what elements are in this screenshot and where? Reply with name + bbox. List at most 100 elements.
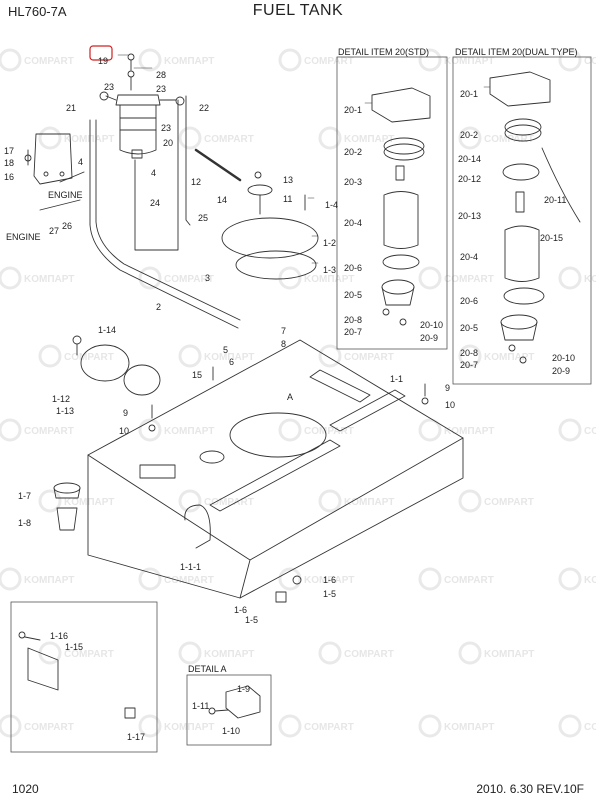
watermark-logo-31 xyxy=(558,567,582,591)
callout-label-main-49: 1-16 xyxy=(50,631,68,641)
callout-label-main-22: ENGINE xyxy=(6,232,41,242)
callout-label-detail-std-2: 20-3 xyxy=(344,177,362,187)
watermark-logo-23 xyxy=(38,489,62,513)
watermark-logo-28 xyxy=(138,567,162,591)
watermark-text-25: KOMПАРТ xyxy=(344,497,394,508)
callout-label-detail-std-4: 20-6 xyxy=(344,263,362,273)
callout-label-main-1: 28 xyxy=(156,70,166,80)
callout-label-main-8: 17 xyxy=(4,146,14,156)
watermark-text-10: COMPART xyxy=(164,274,214,285)
watermark-text-1: KOMПАРТ xyxy=(164,56,214,67)
callout-label-main-34: 1-1 xyxy=(390,374,403,384)
detail-a-frame xyxy=(186,674,272,746)
watermark-logo-19 xyxy=(138,418,162,442)
callout-label-main-37: 1-12 xyxy=(52,394,70,404)
watermark-logo-38 xyxy=(278,714,302,738)
callout-label-detail-std-0: 20-1 xyxy=(344,105,362,115)
page-number: 1020 xyxy=(12,782,39,796)
callout-label-main-5: 22 xyxy=(199,103,209,113)
callout-label-main-24: 1-2 xyxy=(323,238,336,248)
callout-label-detail-std-5: 20-5 xyxy=(344,290,362,300)
watermark-logo-29 xyxy=(278,567,302,591)
callout-label-main-26: 3 xyxy=(205,273,210,283)
highlighted-callout-frame xyxy=(89,45,113,61)
detail-std-frame xyxy=(336,56,448,350)
fuel-sender-unit xyxy=(247,171,306,215)
drain-plug xyxy=(275,575,302,603)
detail-a-title: DETAIL A xyxy=(188,664,227,674)
callout-label-main-15: 13 xyxy=(283,175,293,185)
callout-label-main-7: 20 xyxy=(163,138,173,148)
watermark-logo-18 xyxy=(0,418,22,442)
callout-label-main-4: 21 xyxy=(66,103,76,113)
watermark-text-23: KOMПАРТ xyxy=(64,497,114,508)
tank-gaskets xyxy=(72,335,161,396)
watermark-logo-21 xyxy=(418,418,442,442)
watermark-text-36: COMPART xyxy=(24,722,74,733)
watermark-text-0: COMPART xyxy=(24,56,74,67)
filler-cap-strainer xyxy=(53,482,81,531)
callout-label-main-47: 1-6 xyxy=(234,605,247,615)
callout-label-main-41: 10 xyxy=(119,426,129,436)
callout-label-detail-dual-3: 20-12 xyxy=(458,174,481,184)
watermark-logo-15 xyxy=(178,344,202,368)
callout-label-main-30: 8 xyxy=(281,339,286,349)
watermark-text-39: KOMПАРТ xyxy=(444,722,494,733)
detail-bottom-left-frame xyxy=(10,601,158,753)
watermark-logo-17 xyxy=(458,344,482,368)
watermark-text-34: COMPART xyxy=(344,649,394,660)
watermark-text-7: KOMПАРТ xyxy=(344,134,394,145)
detail-dual-frame xyxy=(452,56,592,385)
watermark-logo-40 xyxy=(558,714,582,738)
fuel-filter-assembly xyxy=(99,53,185,159)
watermark-logo-10 xyxy=(138,266,162,290)
watermark-text-40: COMPART xyxy=(584,722,596,733)
watermark-layer: COMPART KOMПАРТ COMPART KOMПАРТ COMPART KOMПА… xyxy=(0,48,596,738)
callout-label-detail-dual-0: 20-1 xyxy=(460,89,478,99)
callout-label-main-45: 1-6 xyxy=(323,575,336,585)
callout-label-main-42: 1-7 xyxy=(18,491,31,501)
watermark-logo-12 xyxy=(418,266,442,290)
watermark-logo-6 xyxy=(178,126,202,150)
watermark-logo-24 xyxy=(178,489,202,513)
watermark-text-18: COMPART xyxy=(24,426,74,437)
watermark-logo-14 xyxy=(38,344,62,368)
callout-label-main-23: 27 xyxy=(49,226,59,236)
callout-label-detail-std-6: 20-8 xyxy=(344,315,362,325)
callout-label-detail-std-7: 20-10 xyxy=(420,320,443,330)
callout-label-main-11: 16 xyxy=(4,172,14,182)
watermark-logo-13 xyxy=(558,266,582,290)
callout-label-main-10: 4 xyxy=(78,157,83,167)
callout-label-detail-dual-6: 20-15 xyxy=(540,233,563,243)
watermark-logo-2 xyxy=(278,48,302,72)
callout-label-detail-dual-13: 20-9 xyxy=(552,366,570,376)
callout-label-main-12: 4 xyxy=(151,168,156,178)
watermark-text-3: KOMПАРТ xyxy=(444,56,494,67)
level-gauge-detail xyxy=(18,631,136,719)
watermark-text-5: KOMПАРТ xyxy=(64,134,114,145)
access-cover-plate xyxy=(221,217,319,280)
detail-a-parts xyxy=(208,685,261,719)
callout-label-main-48: 1-5 xyxy=(245,615,258,625)
callout-label-detail-dual-1: 20-2 xyxy=(460,130,478,140)
page-title: FUEL TANK xyxy=(252,2,344,19)
callout-label-main-32: 6 xyxy=(229,357,234,367)
watermark-logo-0 xyxy=(0,48,22,72)
callout-label-main-13: ENGINE xyxy=(48,190,83,200)
revision-stamp: 2010. 6.30 REV.10F xyxy=(476,782,584,796)
watermark-logo-33 xyxy=(178,641,202,665)
watermark-text-21: KOMПАРТ xyxy=(444,426,494,437)
callout-label-main-6: 23 xyxy=(161,123,171,133)
callout-label-main-46: 1-5 xyxy=(323,589,336,599)
callout-label-detail-dual-7: 20-4 xyxy=(460,252,478,262)
watermark-text-29: KOMПАРТ xyxy=(304,575,354,586)
watermark-logo-35 xyxy=(458,641,482,665)
callout-label-main-21: 25 xyxy=(198,213,208,223)
watermark-text-17: KOMПАРТ xyxy=(484,352,534,363)
callout-label-main-18: 24 xyxy=(150,198,160,208)
callout-label-main-2: 23 xyxy=(156,84,166,94)
fuel-hoses xyxy=(39,95,242,329)
callout-label-main-29: 7 xyxy=(281,326,286,336)
watermark-logo-5 xyxy=(38,126,62,150)
